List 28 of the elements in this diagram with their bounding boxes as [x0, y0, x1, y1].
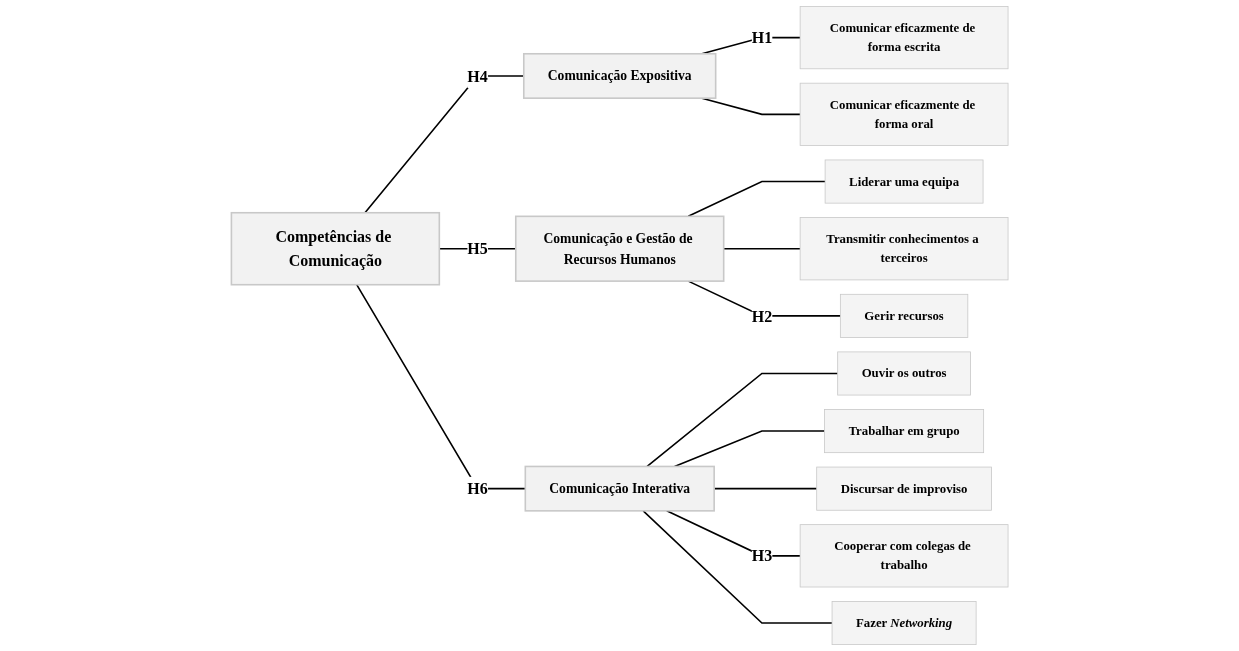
edge-label: H1	[751, 28, 772, 47]
node-box: Comunicação Interativa	[524, 465, 715, 512]
edge-label: H6	[467, 479, 488, 498]
node-box: Fazer Networking	[831, 601, 977, 645]
node-box: Gerir recursos	[839, 293, 968, 338]
node-box: Comunicar eficazmente de forma escrita	[799, 6, 1009, 70]
edge-label: H4	[467, 67, 488, 85]
node-box: Trabalhar em grupo	[823, 409, 984, 454]
node-box: Cooperar com colegas de trabalho	[799, 524, 1009, 588]
connector	[642, 510, 833, 624]
connector	[713, 487, 818, 490]
node-box: Competências de Comunicação	[230, 211, 440, 286]
node-box: Comunicar eficazmente de forma oral	[799, 82, 1009, 146]
node-box: Transmitir conhecimentos a terceiros	[799, 217, 1009, 281]
node-box: Discursar de improviso	[816, 466, 992, 511]
connector	[687, 280, 841, 317]
node-box: Comunicação Expositiva	[522, 53, 717, 99]
connector	[673, 430, 826, 468]
node-box: Liderar uma equipa	[824, 159, 984, 204]
node-box: Ouvir os outros	[837, 351, 971, 396]
node-box: Comunicação e Gestão de Recursos Humanos	[514, 215, 725, 282]
connector	[355, 283, 526, 490]
connector	[646, 372, 839, 468]
edge-label: H5	[467, 239, 488, 258]
edge-label: H2	[751, 307, 772, 325]
connector	[687, 180, 826, 218]
connector	[665, 510, 801, 557]
edge-label: H3	[751, 547, 772, 565]
